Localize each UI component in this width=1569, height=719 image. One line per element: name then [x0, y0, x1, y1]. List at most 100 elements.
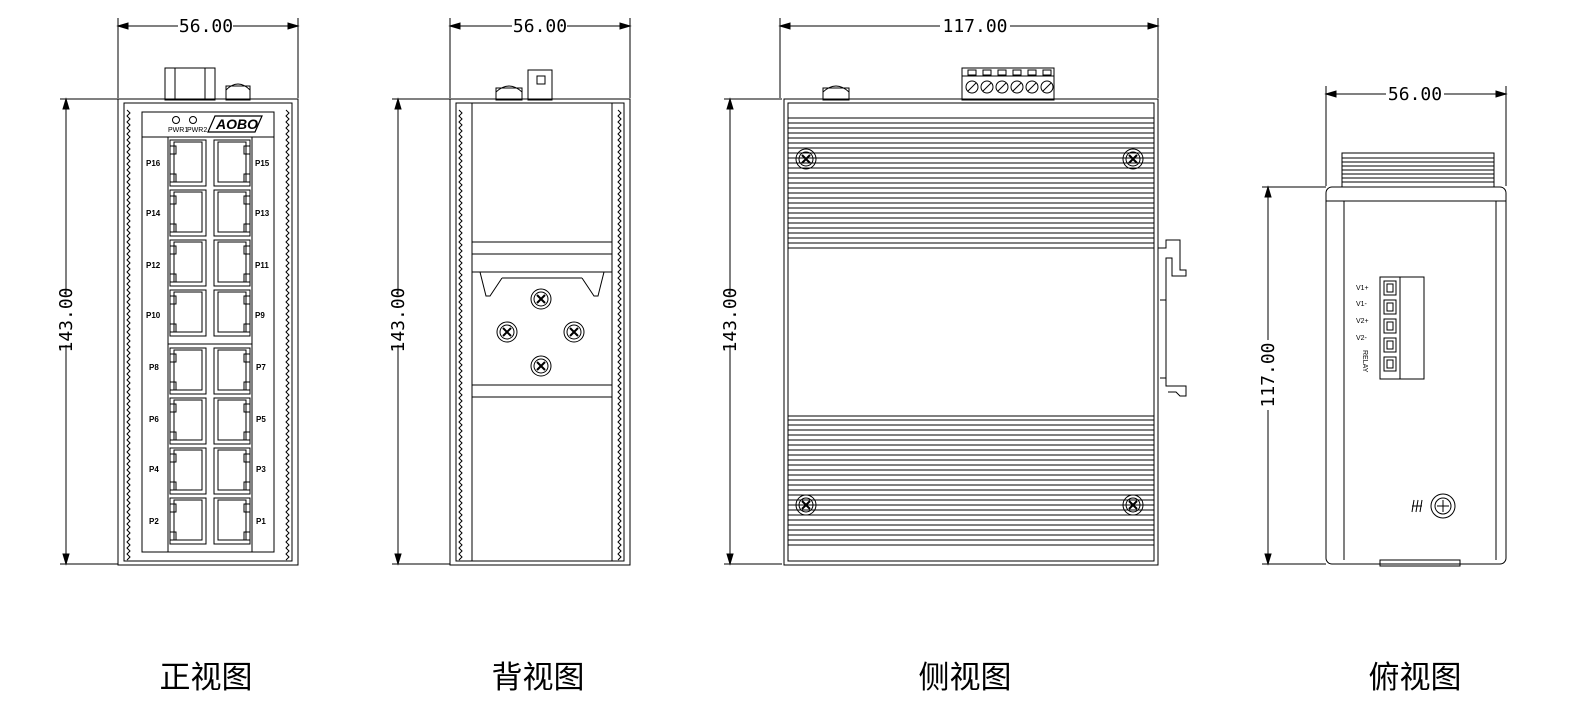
front-width-label: 56.00 [179, 16, 233, 37]
top-view: 56.00 117.00 V1+ V1- V2+ V2- [1258, 84, 1508, 567]
back-width-label: 56.00 [513, 16, 567, 37]
side-heatsink-fins-top [788, 117, 1154, 244]
svg-text:AOBO: AOBO [215, 116, 258, 132]
port-label: P16 [146, 159, 161, 168]
back-width-dimension: 56.00 [448, 16, 632, 98]
front-left-fins [126, 109, 131, 561]
terminal-screw-icon [980, 80, 994, 94]
terminal-label: V2- [1356, 335, 1368, 342]
front-height-label: 143.00 [56, 287, 77, 352]
front-panel [141, 111, 275, 553]
terminal-screw-icon [1025, 80, 1039, 94]
front-port-labels-left: P16 P14 P12 P10 P8 P6 P4 P2 [146, 159, 161, 526]
terminal-screw-icon [965, 80, 979, 94]
port-label: P6 [149, 415, 159, 424]
front-enclosure [117, 98, 299, 566]
side-height-label: 143.00 [720, 287, 741, 352]
front-rj45-ports [169, 139, 251, 545]
port-label: P9 [255, 311, 265, 320]
side-height-dimension: 143.00 [720, 97, 782, 566]
pwr1-label: PWR1 [168, 127, 188, 134]
front-view: 56.00 143.00 [56, 16, 300, 566]
rj45-port [169, 397, 207, 445]
back-view-caption: 背视图 [491, 660, 585, 696]
terminal-label: V1- [1356, 301, 1368, 308]
back-top-connectors [495, 69, 553, 101]
port-label: P14 [146, 209, 161, 218]
port-label: P11 [255, 261, 269, 270]
aobo-logo: AOBO [207, 115, 263, 133]
rj45-port [169, 139, 207, 187]
front-port-labels-right: P15 P13 P11 P9 P7 P5 P3 P1 [255, 159, 270, 526]
screw-icon [530, 355, 552, 377]
port-label: P8 [149, 363, 159, 372]
screw-icon [563, 321, 585, 343]
top-enclosure [1325, 186, 1507, 565]
side-width-dimension: 117.00 [778, 16, 1160, 98]
rj45-port [213, 189, 251, 237]
ground-icon [1411, 499, 1423, 513]
rj45-port [169, 447, 207, 495]
rj45-port [213, 347, 251, 395]
port-label: P2 [149, 517, 159, 526]
screw-icon [795, 494, 817, 516]
port-label: P15 [255, 159, 270, 168]
back-height-dimension: 143.00 [388, 97, 450, 566]
terminal-label: V1+ [1356, 285, 1369, 292]
back-left-fins [458, 109, 463, 561]
port-label: P1 [256, 517, 266, 526]
port-label: P4 [149, 465, 159, 474]
rj45-port [169, 497, 207, 545]
side-width-label: 117.00 [942, 16, 1007, 37]
relay-label: RELAY [1361, 350, 1368, 373]
terminal-label: V2+ [1356, 318, 1369, 325]
back-right-fins [617, 109, 622, 561]
screw-icon [530, 288, 552, 310]
back-view: 56.00 143.00 [388, 16, 632, 566]
front-height-dimension: 143.00 [56, 97, 118, 566]
terminal-screw-icon [1040, 80, 1054, 94]
pwr2-label: PWR2 [187, 127, 207, 134]
front-view-caption: 正视图 [159, 660, 253, 696]
side-screws [795, 148, 1144, 516]
ground-screw-icon [1430, 493, 1456, 519]
side-view-caption: 侧视图 [918, 660, 1012, 696]
pwr1-led-icon [172, 116, 180, 124]
side-center-band [787, 247, 1155, 417]
top-width-dimension: 56.00 [1324, 84, 1508, 186]
side-enclosure [783, 98, 1159, 566]
din-rail-clip [471, 241, 613, 398]
rj45-port [213, 497, 251, 545]
screw-icon [1122, 494, 1144, 516]
back-enclosure [449, 98, 631, 566]
front-width-dimension: 56.00 [116, 16, 300, 98]
port-label: P10 [146, 311, 161, 320]
top-terminal-strip [1379, 276, 1425, 380]
screw-icon [496, 321, 518, 343]
back-screws [496, 288, 585, 377]
terminal-screw-icon [1010, 80, 1024, 94]
port-label: P5 [256, 415, 266, 424]
rj45-port [169, 189, 207, 237]
terminal-screw-icon [995, 80, 1009, 94]
side-terminal-block [961, 67, 1055, 101]
top-view-caption: 俯视图 [1368, 660, 1462, 696]
port-label: P12 [146, 261, 161, 270]
rj45-port [213, 239, 251, 287]
front-right-fins [285, 109, 290, 561]
port-label: P7 [256, 363, 266, 372]
rj45-port [169, 347, 207, 395]
screw-icon [795, 148, 817, 170]
top-height-label: 117.00 [1258, 342, 1279, 407]
rj45-port [169, 289, 207, 337]
rj45-port [213, 289, 251, 337]
rj45-port [169, 239, 207, 287]
port-label: P13 [255, 209, 270, 218]
port-label: P3 [256, 465, 266, 474]
side-ground-post [822, 85, 850, 101]
screw-icon [1122, 148, 1144, 170]
top-terminal-labels: V1+ V1- V2+ V2- RELAY [1356, 285, 1369, 373]
front-top-connectors [164, 67, 251, 101]
rj45-port [213, 447, 251, 495]
